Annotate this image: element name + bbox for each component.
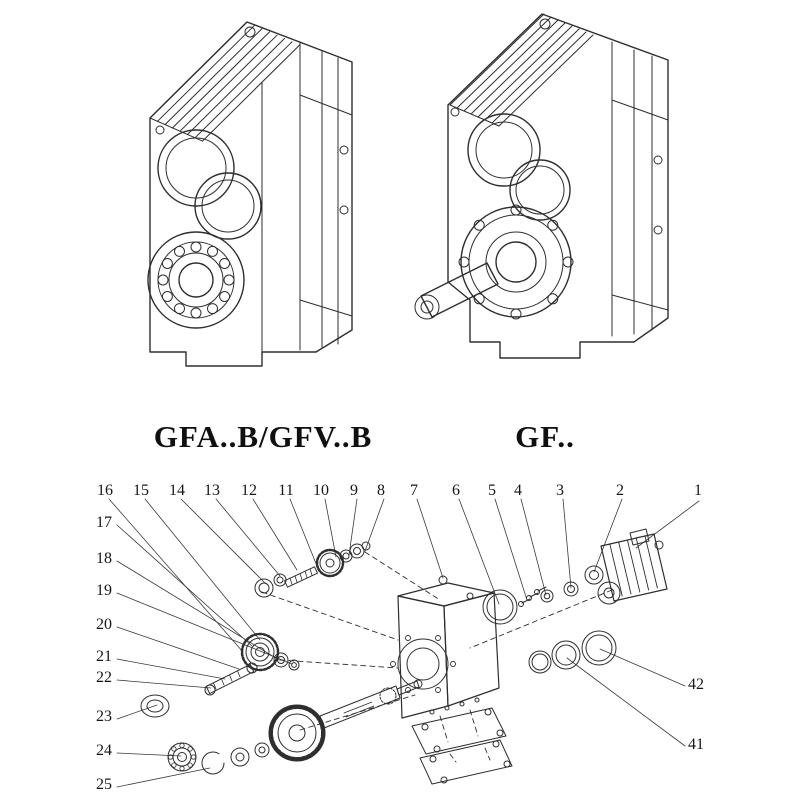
- callout-20: 20: [96, 616, 112, 633]
- callout-15: 15: [133, 482, 149, 499]
- callout-7: 7: [410, 482, 418, 499]
- callout-24: 24: [96, 742, 112, 759]
- callout-5: 5: [488, 482, 496, 499]
- input-fasteners: [518, 581, 579, 607]
- cooling-fins: [149, 21, 300, 142]
- housing-details: [450, 18, 669, 311]
- gasket-ring: [482, 589, 518, 625]
- callout-14: 14: [169, 482, 185, 499]
- leader-lines: [108, 498, 700, 788]
- callout-19: 19: [96, 582, 112, 599]
- callout-1: 1: [694, 482, 702, 499]
- callout-4: 4: [514, 482, 522, 499]
- output-gear: [268, 704, 326, 762]
- callout-41: 41: [688, 736, 704, 753]
- callout-16: 16: [97, 482, 113, 499]
- right-gearbox-drawing: [414, 13, 669, 359]
- input-bores: [157, 129, 262, 240]
- callout-3: 3: [556, 482, 564, 499]
- callout-13: 13: [204, 482, 220, 499]
- callout-2: 2: [616, 482, 624, 499]
- bearing-parts: [167, 742, 270, 775]
- exploded-view-diagram: [108, 498, 700, 788]
- assembly-axis-lines: [261, 551, 613, 763]
- callout-11: 11: [278, 482, 294, 499]
- callout-42: 42: [688, 676, 704, 693]
- output-bearing: [147, 231, 245, 329]
- gear-housing: [390, 575, 500, 719]
- base-plates: [411, 697, 513, 785]
- output-shaft: [319, 679, 423, 729]
- output-shaft-stub: [414, 262, 499, 320]
- motor-unit: [584, 528, 668, 605]
- callout-18: 18: [96, 550, 112, 567]
- end-cover: [140, 694, 170, 718]
- callout-21: 21: [96, 648, 112, 665]
- callout-6: 6: [452, 482, 460, 499]
- callout-17: 17: [96, 514, 112, 531]
- model-label-gfab-gfvb: GFA..B/GFV..B: [153, 419, 373, 454]
- seal-rings: [528, 630, 617, 674]
- housing-details: [155, 26, 353, 317]
- left-gearbox-drawing: [147, 21, 353, 367]
- callout-10: 10: [313, 482, 329, 499]
- callout-25: 25: [96, 776, 112, 793]
- input-bores: [467, 113, 571, 221]
- cooling-fins: [449, 13, 594, 127]
- pinion-shaft: [204, 662, 258, 696]
- callout-8: 8: [377, 482, 385, 499]
- gear-cluster: [240, 632, 300, 672]
- callout-22: 22: [96, 669, 112, 686]
- output-flange: [458, 204, 574, 320]
- model-label-gf: GF..: [515, 419, 575, 454]
- input-shaft-parts: [254, 541, 371, 598]
- callout-23: 23: [96, 708, 112, 725]
- callout-12: 12: [241, 482, 257, 499]
- callout-9: 9: [350, 482, 358, 499]
